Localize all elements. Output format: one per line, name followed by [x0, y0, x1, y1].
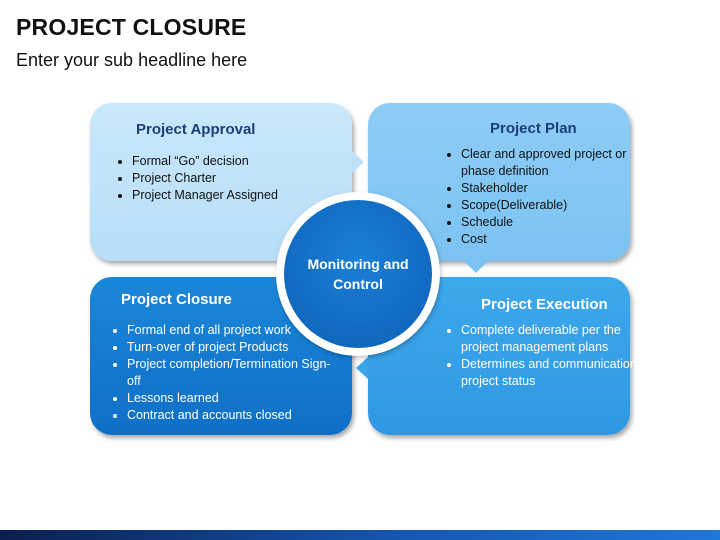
center-circle-inner: Monitoring and Control [284, 200, 432, 348]
list-item: Formal “Go” decision [132, 153, 342, 170]
center-label-line1: Monitoring and [307, 256, 409, 272]
list-item: Contract and accounts closed [127, 407, 342, 424]
page-subtitle: Enter your sub headline here [16, 50, 248, 70]
list-item: Turn-over of project Products [127, 339, 342, 356]
bottom-accent-bar [0, 530, 720, 540]
center-label-line2: Control [333, 276, 383, 292]
quadrant-title: Project Approval [136, 121, 256, 138]
list-item: Clear and approved project or phase defi… [461, 146, 641, 180]
quadrant-list: Formal “Go” decision Project Charter Pro… [116, 153, 342, 204]
arrow-right-icon [352, 151, 364, 173]
page-title: PROJECT CLOSURE [16, 14, 247, 40]
list-item: Project Charter [132, 170, 342, 187]
arrow-down-icon [464, 261, 488, 273]
quadrant-list: Complete deliverable per the project man… [445, 322, 641, 390]
list-item: Formal end of all project work [127, 322, 342, 339]
list-item: Project Manager Assigned [132, 187, 342, 204]
quadrant-project-execution: Project Execution Complete deliverable p… [356, 277, 637, 435]
center-label: Monitoring and Control [298, 254, 418, 294]
quadrant-title: Project Plan [490, 120, 577, 137]
list-item: Scope(Deliverable) [461, 197, 641, 214]
quadrant-title: Project Closure [121, 291, 232, 308]
quadrant-list: Formal end of all project work Turn-over… [111, 322, 342, 424]
list-item: Lessons learned [127, 390, 342, 407]
arrow-left-icon [356, 357, 368, 379]
list-item: Determines and communication project sta… [461, 356, 641, 390]
list-item: Schedule [461, 214, 641, 231]
quadrant-list: Clear and approved project or phase defi… [445, 146, 641, 248]
quadrant-project-approval: Project Approval Formal “Go” decision Pr… [90, 103, 364, 261]
quadrant-title: Project Execution [481, 296, 608, 313]
list-item: Complete deliverable per the project man… [461, 322, 641, 356]
list-item: Stakeholder [461, 180, 641, 197]
list-item: Project completion/Termination Sign-off [127, 356, 342, 390]
center-circle: Monitoring and Control [276, 192, 440, 356]
list-item: Cost [461, 231, 641, 248]
